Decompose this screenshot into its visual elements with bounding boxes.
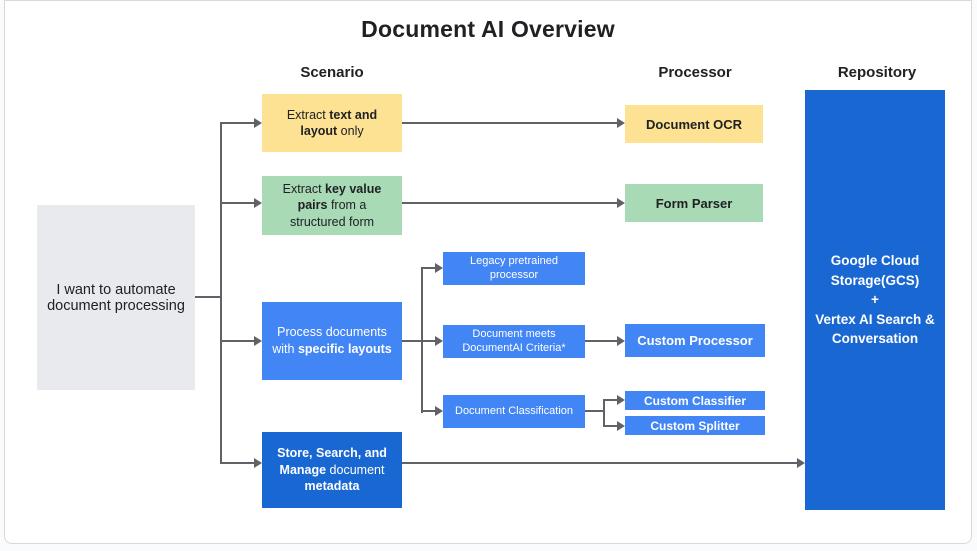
connector-classification-stub — [585, 410, 605, 412]
connector-kv-to-form-parser — [402, 202, 617, 204]
arrowhead-meets-criteria — [435, 336, 443, 346]
arrowhead-form-parser — [617, 198, 625, 208]
connector-start-trunk — [220, 122, 222, 464]
repository-line-plus: + — [871, 292, 879, 308]
arrowhead-extract-text — [254, 118, 262, 128]
connector-to-legacy — [421, 267, 435, 269]
scenario-extract-text-layout: Extract text and layout only — [262, 94, 402, 152]
processor-custom-processor: Custom Processor — [625, 324, 765, 357]
connector-store-to-repository — [402, 462, 797, 464]
connector-layouts-stub — [402, 340, 423, 342]
arrowhead-repository — [797, 458, 805, 468]
arrowhead-specific-layouts — [254, 336, 262, 346]
scenario-store-search-manage: Store, Search, and Manage document metad… — [262, 432, 402, 508]
start-node: I want to automate document processing — [37, 205, 195, 390]
connector-text-to-ocr — [402, 122, 617, 124]
repository-panel: Google Cloud Storage(GCS) + Vertex AI Se… — [805, 90, 945, 510]
branch-document-meets-criteria: Document meets DocumentAI Criteria* — [443, 325, 585, 358]
repository-line-vertex: Vertex AI Search & Conversation — [815, 311, 935, 347]
connector-to-meets-criteria — [421, 340, 435, 342]
column-header-processor: Processor — [658, 64, 732, 81]
processor-form-parser: Form Parser — [625, 184, 763, 222]
arrowhead-classification — [435, 406, 443, 416]
arrowhead-extract-key-value — [254, 198, 262, 208]
connector-to-store-search — [220, 462, 254, 464]
connector-classification-trunk — [603, 399, 605, 427]
diagram-title: Document AI Overview — [361, 16, 615, 42]
column-header-repository: Repository — [837, 64, 917, 81]
processor-document-ocr: Document OCR — [625, 105, 763, 143]
branch-legacy-pretrained-processor: Legacy pretrained processor — [443, 252, 585, 285]
arrowhead-store-search — [254, 458, 262, 468]
arrowhead-custom-classifier — [617, 395, 625, 405]
connector-start-stub — [195, 296, 222, 298]
processor-custom-splitter: Custom Splitter — [625, 416, 765, 435]
scenario-specific-layouts: Process documents with specific layouts — [262, 302, 402, 380]
arrowhead-legacy — [435, 263, 443, 273]
connector-to-classification — [421, 410, 435, 412]
arrowhead-custom-processor — [617, 336, 625, 346]
arrowhead-document-ocr — [617, 118, 625, 128]
connector-to-custom-classifier — [603, 399, 617, 401]
column-header-scenario: Scenario — [300, 64, 364, 81]
arrowhead-custom-splitter — [617, 421, 625, 431]
repository-line-gcs: Google Cloud Storage(GCS) — [830, 253, 920, 288]
connector-to-extract-key-value — [220, 202, 254, 204]
scenario-extract-key-value: Extract key value pairs from a structure… — [262, 176, 402, 235]
connector-to-custom-processor — [585, 340, 617, 342]
branch-document-classification: Document Classification — [443, 395, 585, 428]
connector-to-custom-splitter — [603, 425, 617, 427]
connector-to-extract-text — [220, 122, 254, 124]
connector-to-specific-layouts — [220, 340, 254, 342]
processor-custom-classifier: Custom Classifier — [625, 391, 765, 410]
